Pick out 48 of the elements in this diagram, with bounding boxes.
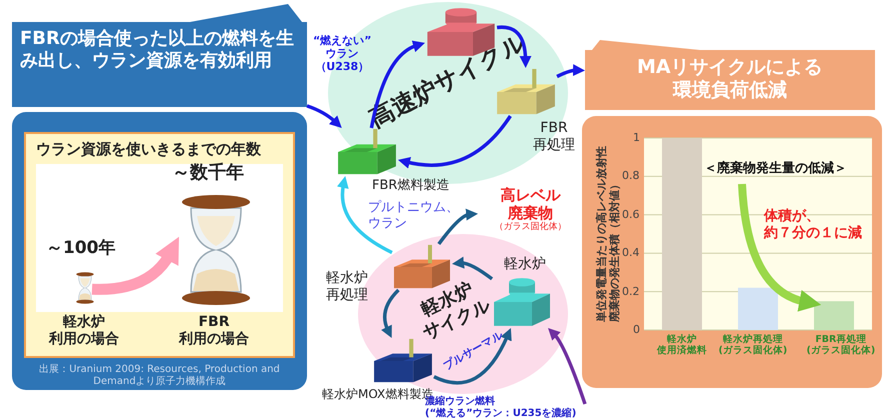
arrow — [496, 25, 532, 68]
chart-annotation: 体積が、約７分の１に減 — [764, 208, 862, 242]
arrow — [433, 328, 512, 385]
panel-title: ウラン資源を使いきるまでの年数 — [36, 140, 261, 158]
arrow — [370, 41, 425, 128]
plant-drawing — [336, 128, 398, 176]
facility-label: 軽水炉再処理 — [326, 270, 368, 304]
arrow — [381, 288, 400, 338]
edge-label: “燃えない”ウラン（U238） — [313, 34, 372, 74]
callout-text: FBRの場合使った以上の燃料を生み出し、ウラン資源を有効利用 — [20, 28, 295, 72]
arrow — [398, 115, 512, 168]
hourglass-drawing — [181, 194, 251, 306]
plant-drawing — [392, 244, 452, 290]
tick-label: 1 — [633, 131, 640, 144]
case-label: 軽水炉利用の場合 — [49, 314, 119, 348]
arrow — [548, 328, 587, 405]
facility-label: 軽水炉 — [504, 256, 546, 273]
duration-label: ～100年 — [46, 238, 116, 258]
plant-drawing — [372, 338, 434, 384]
tick-label: 0.8 — [622, 169, 640, 183]
facility-label: FBR燃料製造 — [372, 178, 450, 194]
tick-label: 0.6 — [622, 208, 640, 221]
duration-label: ～数千年 — [172, 162, 244, 184]
chart-annotation: ＜廃棄物発生量の低減＞ — [704, 161, 847, 177]
waste-label: 高レベル廃棄物 — [500, 186, 560, 222]
tick-label: 0 — [633, 323, 640, 336]
category-label: FBR再処理(ガラス固化体) — [806, 334, 876, 357]
reactor-drawing — [492, 276, 552, 328]
case-label: FBR利用の場合 — [179, 314, 249, 348]
inner-panel — [24, 132, 295, 358]
arrow — [337, 176, 393, 254]
tick-label: 0.2 — [622, 284, 640, 298]
axis-title: 単位発電量当たりの高レベル放射性廃棄物の発生体積（相対値） — [594, 146, 622, 322]
arrow — [437, 209, 478, 246]
arrow — [556, 64, 585, 78]
category-label: 軽水炉再処理(ガラス固化体) — [718, 334, 788, 357]
arrow — [452, 256, 494, 280]
info-panel — [12, 112, 307, 390]
hourglass-drawing — [76, 272, 94, 304]
source-note: 出展：Uranium 2009: Resources, Production and Demandより原子力機構作成 — [38, 364, 281, 388]
arrow — [306, 104, 342, 128]
edge-label: プルトニウム、ウラン — [368, 200, 459, 232]
chart-panel — [582, 116, 882, 388]
facility-label: FBR再処理 — [533, 120, 575, 154]
callout-text: MAリサイクルによる環境負荷低減 — [637, 56, 823, 102]
tick-label: 0.4 — [622, 246, 640, 260]
category-label: 軽水炉使用済燃料 — [657, 334, 707, 357]
waste-note: （ガラス固化体） — [494, 222, 566, 233]
